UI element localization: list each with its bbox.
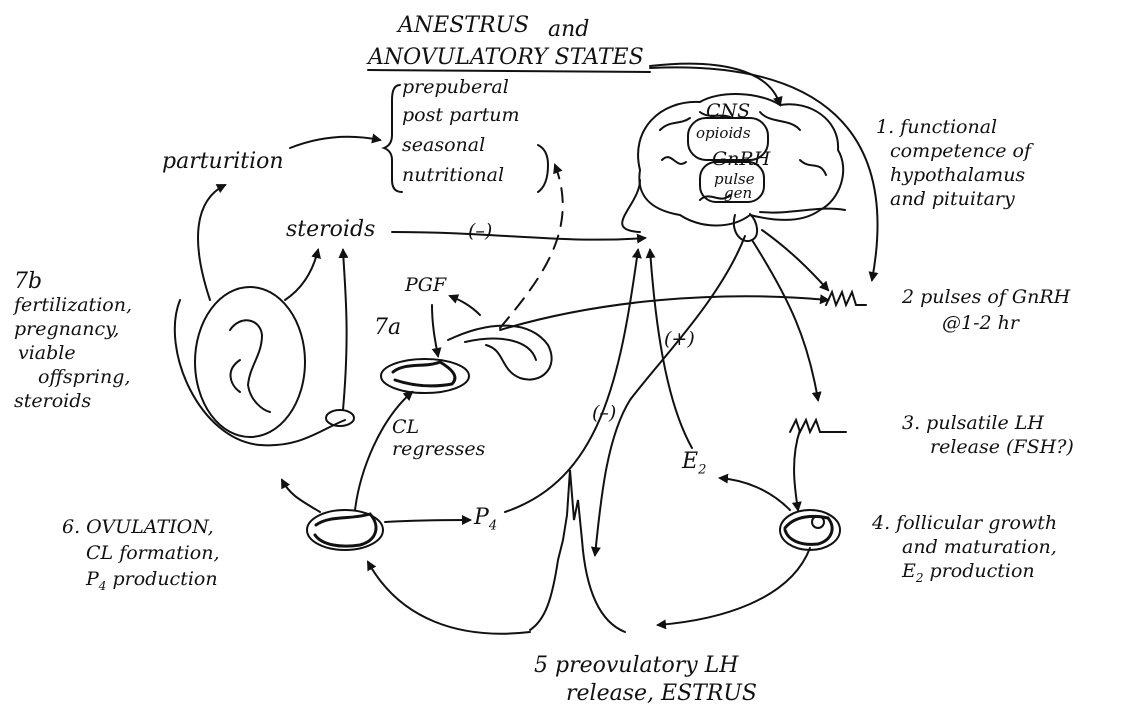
ovary-cl-fill	[315, 514, 376, 546]
arrow-surge-to-ovulation	[368, 562, 530, 634]
state-prepuberal: prepuberal	[402, 78, 509, 98]
step4-line2: and maturation,	[902, 538, 1057, 558]
arrow-uterus-to-steroids-1	[285, 250, 318, 300]
step2-line2: @1-2 hr	[942, 314, 1019, 334]
label-neg-feedback-steroids: (–)	[468, 222, 492, 242]
label-p4: P4	[474, 506, 497, 533]
arrow-hypothalamus-to-pulses	[762, 230, 828, 290]
arrow-lh-to-follicle	[794, 430, 800, 510]
step6-line3: P4 production	[86, 570, 218, 592]
uterus-fetus	[195, 287, 305, 437]
state-post-partum: post partum	[402, 106, 520, 126]
step5-line2: release, ESTRUS	[566, 682, 757, 705]
step7b-label: 7b	[14, 270, 42, 293]
step5-line1: 5 preovulatory LH	[534, 654, 738, 677]
brainstem	[760, 209, 845, 213]
p4-subscript: 4	[489, 518, 497, 533]
arrow-parturition-to-states	[290, 137, 380, 148]
label-cns: CNS	[706, 102, 750, 122]
lh-surge	[530, 470, 625, 632]
label-parturition: parturition	[162, 150, 284, 173]
gnrh-pulses-glyph	[826, 292, 866, 305]
step4-line3: E2 production	[902, 562, 1035, 584]
e2-subscript: 2	[698, 462, 706, 477]
step1-line2: competence of	[890, 142, 1031, 162]
label-steroids: steroids	[286, 218, 375, 241]
step3-line1: 3. pulsatile LH	[902, 414, 1044, 434]
arrow-cl-to-uterus	[282, 480, 320, 512]
label-cl: CL	[392, 418, 419, 438]
label-gen: gen	[724, 186, 752, 202]
ovary-7a-fill	[393, 362, 455, 386]
fetus	[230, 320, 270, 412]
step1-line1: 1. functional	[876, 118, 997, 138]
arrow-ovary-to-steroids-2	[343, 250, 347, 410]
dashed-arrow-to-states	[500, 165, 563, 328]
arrow-p4-to-hypothalamus	[505, 250, 638, 512]
states-brace	[384, 85, 402, 192]
step4-e-sub: 2	[916, 571, 924, 585]
arrow-hypothalamus-stalk	[622, 180, 640, 232]
arrow-cl-to-pulses	[500, 296, 828, 330]
arrow-follicle-to-surge	[658, 548, 810, 625]
arrow-pgf-to-ovary	[432, 305, 438, 356]
label-7a: 7a	[374, 316, 401, 339]
step4-e: E	[902, 560, 916, 582]
state-seasonal: seasonal	[402, 136, 485, 156]
label-gnrh: GnRH	[712, 150, 770, 170]
state-nutritional: nutritional	[402, 166, 504, 186]
step6-line1: 6. OVULATION,	[62, 518, 214, 538]
step7b-line1: fertilization,	[14, 296, 132, 316]
arrow-follicle-to-e2	[720, 478, 790, 510]
title-anestrus: ANESTRUS	[398, 14, 529, 37]
step7b-line4: offspring,	[38, 368, 130, 388]
label-opioids: opioids	[696, 126, 751, 142]
ovary-follicle-fill	[785, 516, 832, 544]
step1-line3: hypothalamus	[890, 166, 1025, 186]
label-neg-p4: (–)	[592, 404, 616, 424]
step6-line2: CL formation,	[86, 544, 220, 564]
uterine-horn-7a	[448, 326, 552, 380]
step7b-line2: pregnancy,	[14, 320, 119, 340]
step1-line4: and pituitary	[890, 190, 1015, 210]
arrow-steroids-to-hypothalamus	[392, 232, 645, 240]
states-brace-right	[538, 145, 548, 192]
arrow-hypothalamus-to-surge	[595, 236, 745, 555]
step6-production: production	[106, 568, 217, 590]
step2-line1: 2 pulses of GnRH	[902, 288, 1070, 308]
lh-pulses-glyph	[790, 420, 846, 432]
step4-production: production	[924, 560, 1035, 582]
p4-letter: P	[474, 505, 489, 530]
step6-p: P	[86, 568, 99, 590]
title-anovulatory: ANOVULATORY STATES	[368, 46, 644, 69]
label-pgf: PGF	[405, 276, 446, 296]
arrow-to-pgf	[450, 296, 480, 315]
step4-line1: 4. follicular growth	[872, 514, 1057, 534]
label-pos-e2: (+)	[664, 330, 695, 350]
step7b-line3: viable	[18, 344, 76, 364]
e2-letter: E	[682, 449, 698, 474]
uterus-outer	[175, 300, 345, 445]
step7b-line5: steroids	[14, 392, 91, 412]
title-underline	[368, 70, 650, 72]
title-and: and	[548, 18, 589, 41]
arrow-pituitary-to-lh	[752, 240, 818, 400]
ovary-7b	[326, 410, 354, 426]
label-regresses: regresses	[392, 440, 485, 460]
label-e2: E2	[682, 450, 706, 477]
arrow-cl-to-p4	[385, 520, 470, 522]
step3-line2: release (FSH?)	[930, 438, 1074, 458]
arrow-uterus-to-parturition	[198, 185, 225, 300]
